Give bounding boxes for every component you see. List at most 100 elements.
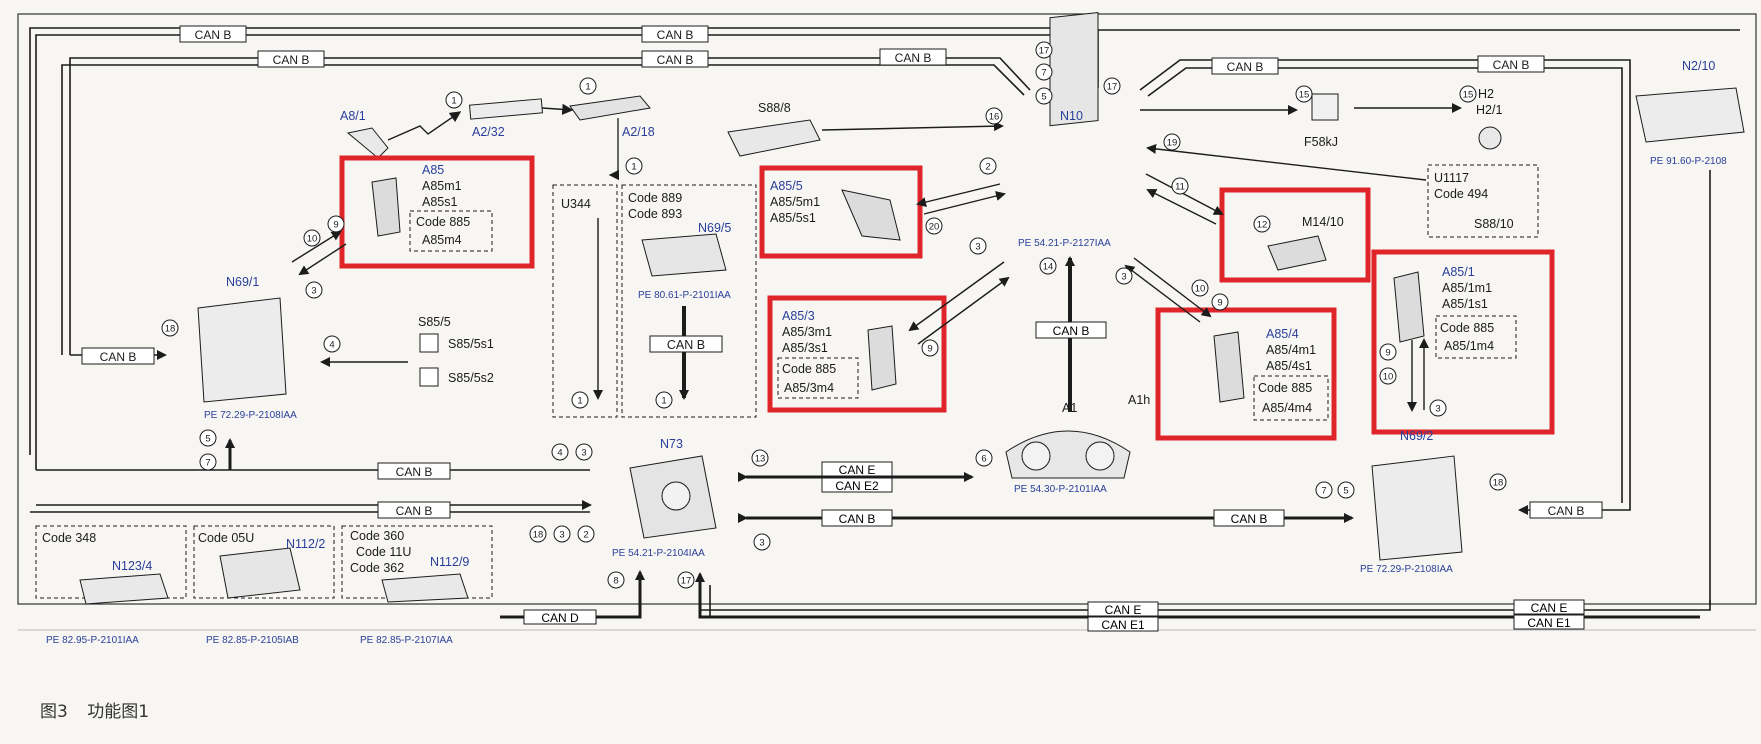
step-10-b: 10 xyxy=(1191,279,1209,297)
can-b-label-second-right: CAN B xyxy=(879,48,947,66)
svg-text:8: 8 xyxy=(613,576,618,587)
antenna-a2-18: A2/18 xyxy=(569,95,655,139)
svg-text:4: 4 xyxy=(329,340,334,351)
svg-text:Code 889: Code 889 xyxy=(628,191,682,205)
svg-text:6: 6 xyxy=(981,454,986,465)
step-18-a: 18 xyxy=(161,319,179,337)
link-m14-10-n10 xyxy=(1146,189,1217,225)
svg-text:16: 16 xyxy=(989,112,1000,123)
step-1-a: 1 xyxy=(445,91,463,109)
svg-text:3: 3 xyxy=(759,538,764,549)
can-b-label-a1 xyxy=(1035,321,1107,339)
svg-text:Code 494: Code 494 xyxy=(1434,187,1488,201)
box-code-348: Code 348 N123/4 PE 82.95-P-2101IAA xyxy=(35,525,187,646)
svg-text:A85/1: A85/1 xyxy=(1442,265,1475,279)
highlight-a85-3: A85/3 A85/3m1 A85/3s1 Code 885 A85/3m4 xyxy=(767,295,947,413)
can-b-label-top-left: CAN B xyxy=(179,25,247,43)
highlight-a85-4: A85/4 A85/4m1 A85/4s1 Code 885 A85/4m4 xyxy=(1155,307,1337,441)
svg-text:3: 3 xyxy=(311,286,316,297)
link-a2-18-down xyxy=(608,118,620,181)
step-1-b: 1 xyxy=(579,77,597,95)
svg-text:U344: U344 xyxy=(561,197,591,211)
can-e1-bottom-box-2 xyxy=(1513,614,1585,630)
svg-text:9: 9 xyxy=(927,344,932,355)
step-3-g: 3 xyxy=(753,533,771,551)
step-9-b: 9 xyxy=(921,339,939,357)
svg-text:14: 14 xyxy=(1043,262,1054,273)
can-b-label-second-left: CAN B xyxy=(257,50,325,68)
step-7-a: 7 xyxy=(199,453,217,471)
svg-text:PE 91.60-P-2108: PE 91.60-P-2108 xyxy=(1650,156,1727,167)
link-a85-n69-1 xyxy=(298,243,347,276)
svg-text:1: 1 xyxy=(661,396,666,407)
link-n10-a85-4 xyxy=(1133,257,1212,318)
svg-text:18: 18 xyxy=(533,530,544,541)
svg-text:CAN B: CAN B xyxy=(396,504,433,518)
svg-text:17: 17 xyxy=(1039,46,1050,57)
step-2: 2 xyxy=(979,157,997,175)
step-4-a: 4 xyxy=(323,335,341,353)
can-b-text-n73-1: CAN B xyxy=(839,512,876,526)
step-17-a: 17 xyxy=(1035,41,1053,59)
step-4-b: 4 xyxy=(551,443,569,461)
svg-text:H2: H2 xyxy=(1478,87,1494,101)
svg-text:18: 18 xyxy=(165,324,176,335)
svg-text:CAN B: CAN B xyxy=(1493,58,1530,72)
svg-text:S85/5: S85/5 xyxy=(418,315,451,329)
box-n69-5: Code 889 Code 893 N69/5 PE 80.61-P-2101I… xyxy=(621,184,757,418)
svg-text:A2/32: A2/32 xyxy=(472,125,505,139)
svg-text:19: 19 xyxy=(1167,138,1178,149)
svg-text:CAN B: CAN B xyxy=(895,51,932,65)
svg-text:N69/2: N69/2 xyxy=(1400,429,1433,443)
step-14: 14 xyxy=(1039,257,1057,275)
link-s88-8-n10 xyxy=(821,121,1004,132)
svg-text:N2/10: N2/10 xyxy=(1682,59,1715,73)
fuse-f58kj: F58kJ xyxy=(1304,93,1339,149)
svg-text:5: 5 xyxy=(205,434,210,445)
svg-text:7: 7 xyxy=(205,458,210,469)
svg-text:Code 11U: Code 11U xyxy=(356,545,411,559)
svg-text:10: 10 xyxy=(1383,372,1394,383)
svg-text:A85/1s1: A85/1s1 xyxy=(1442,297,1488,311)
svg-text:Code 885: Code 885 xyxy=(416,215,470,229)
svg-text:A2/18: A2/18 xyxy=(622,125,655,139)
module-n10: N10 PE 54.21-P-2127IAA xyxy=(1018,12,1111,249)
box-code-360: Code 360 Code 11U Code 362 N112/9 PE 82.… xyxy=(341,525,493,646)
can-label-group: CAN B CAN B CAN B CAN B CAN B CAN B CAN … xyxy=(81,25,1603,519)
svg-text:Code 893: Code 893 xyxy=(628,207,682,221)
link-a85-5-n10 xyxy=(923,191,1006,215)
svg-text:N112/9: N112/9 xyxy=(430,555,469,569)
can-e-bottom-text-2: CAN E xyxy=(1531,601,1568,615)
step-3-f: 3 xyxy=(553,525,571,543)
step-16: 16 xyxy=(985,107,1003,125)
svg-text:CAN B: CAN B xyxy=(657,28,694,42)
svg-text:A85/4m4: A85/4m4 xyxy=(1262,401,1312,415)
can-e-text: CAN E xyxy=(839,463,876,477)
figure-title: 功能图1 xyxy=(87,702,150,722)
svg-text:PE 80.61-P-2101IAA: PE 80.61-P-2101IAA xyxy=(638,290,731,301)
svg-text:17: 17 xyxy=(681,576,692,587)
svg-text:Code 885: Code 885 xyxy=(782,362,836,376)
svg-text:3: 3 xyxy=(975,242,980,253)
svg-text:CAN B: CAN B xyxy=(1227,60,1264,74)
link-n10-a85-5 xyxy=(916,183,1001,207)
svg-text:S85/5s2: S85/5s2 xyxy=(448,371,494,385)
switch-s85-5: S85/5 S85/5s1 S85/5s2 xyxy=(418,315,494,387)
svg-text:PE 54.30-P-2101IAA: PE 54.30-P-2101IAA xyxy=(1014,484,1107,495)
step-11: 11 xyxy=(1171,177,1189,195)
svg-text:3: 3 xyxy=(1435,404,1440,415)
can-e-bottom-text-1: CAN E xyxy=(1105,603,1142,617)
step-10-a: 10 xyxy=(303,229,321,247)
can-b-text-n73-2: CAN B xyxy=(1231,512,1268,526)
svg-text:A85/5m1: A85/5m1 xyxy=(770,195,820,209)
can-b-box-n73-2 xyxy=(1213,509,1285,527)
svg-text:11: 11 xyxy=(1175,182,1185,193)
svg-text:N10: N10 xyxy=(1060,109,1083,123)
svg-text:CAN B: CAN B xyxy=(667,338,705,352)
svg-text:2: 2 xyxy=(583,530,588,541)
highlight-a85: A85 A85m1 A85s1 Code 885 A85m4 xyxy=(339,155,535,269)
svg-text:10: 10 xyxy=(307,234,318,245)
antenna-a2-32: A2/32 xyxy=(468,98,544,139)
can-d-text: CAN D xyxy=(541,611,579,625)
svg-text:A85/1m1: A85/1m1 xyxy=(1442,281,1492,295)
